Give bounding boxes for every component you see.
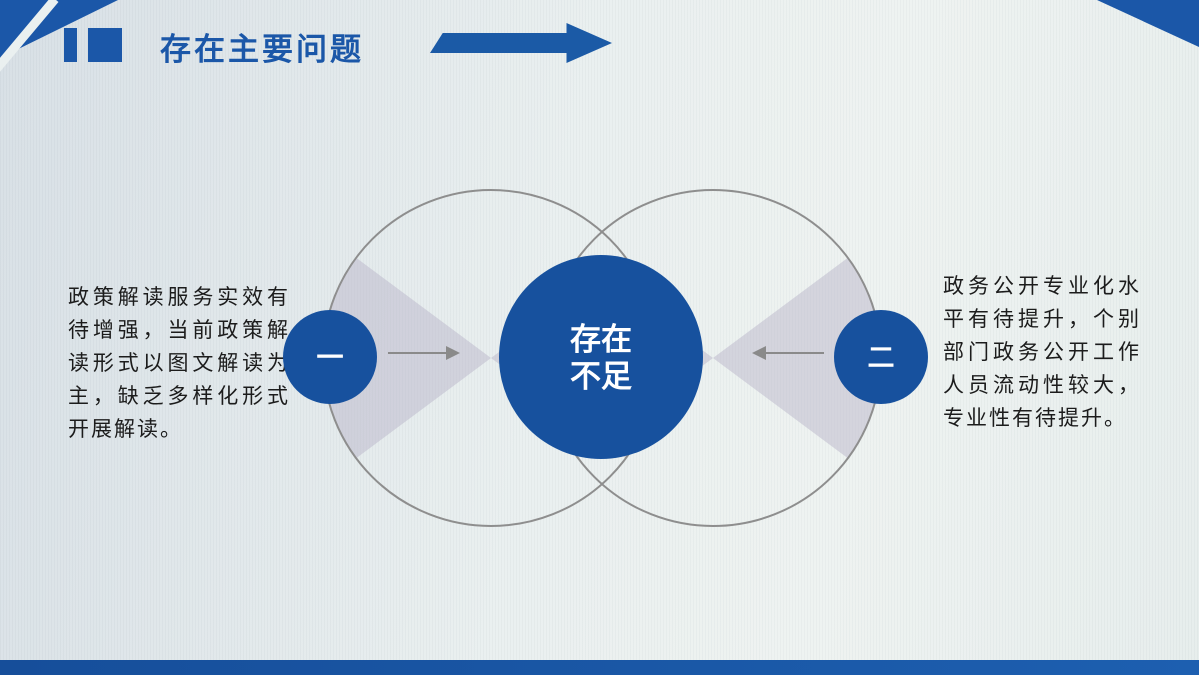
center-circle-label-line2: 不足 (570, 359, 632, 395)
right-description-text: 政务公开专业化水平有待提升，个别部门政务公开工作人员流动性较大，专业性有待提升。 (943, 274, 1141, 430)
arrow-left-head-icon (752, 346, 766, 360)
arrow-left-to-center (388, 346, 460, 360)
title-accent-bar-small (64, 28, 77, 62)
arrow-right-to-center (752, 346, 824, 360)
left-description-text: 政策解读服务实效有待增强，当前政策解读形式以图文解读为主，缺乏多样化形式开展解读… (68, 285, 290, 441)
node-one-circle (283, 310, 377, 404)
node-two-label: 二 (868, 343, 895, 374)
bowtie-left-west (323, 222, 491, 494)
title-accent-bar-big (88, 28, 122, 62)
page-title: 存在主要问题 (160, 32, 364, 68)
bowtie-right-east (713, 222, 881, 494)
bottom-accent-bar (0, 660, 1199, 675)
node-one-label: 一 (317, 343, 344, 374)
center-circle-label-line1: 存在 (570, 322, 632, 358)
node-two-circle (834, 310, 928, 404)
arrow-right-head-icon (446, 346, 460, 360)
center-circle (499, 255, 703, 459)
